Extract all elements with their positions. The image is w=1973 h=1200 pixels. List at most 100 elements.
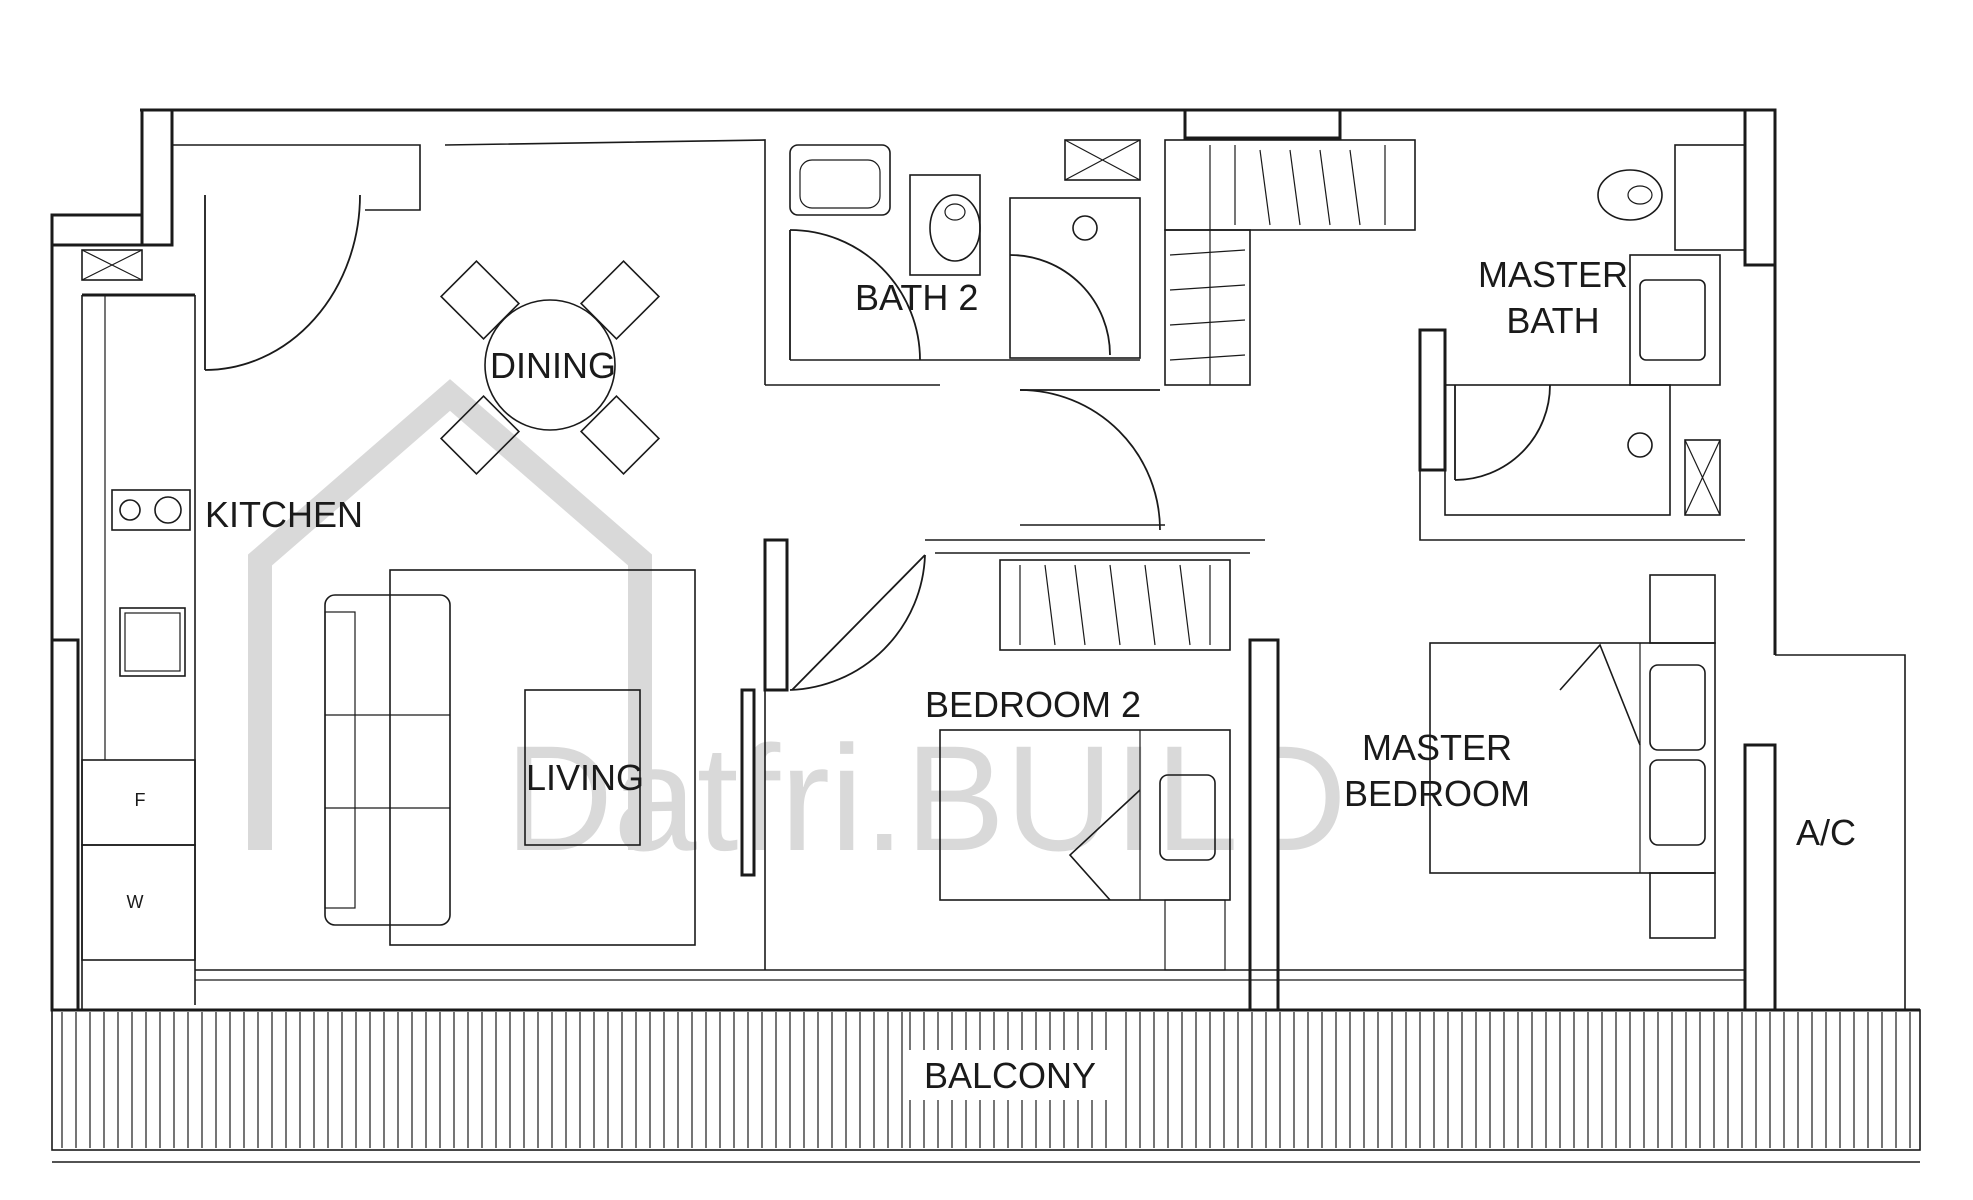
master-bath-toilet-tank [1674, 144, 1746, 251]
kitchen-sink-inner [124, 612, 181, 672]
bath2-bathtub-inner [799, 159, 881, 209]
left-column-lower [50, 638, 80, 1012]
washer-label: W [127, 892, 144, 912]
master-bedroom-label-line1: MASTER [1362, 727, 1512, 768]
master-bedroom-area [1429, 574, 1716, 939]
master-bath-vent-x2 [1684, 439, 1721, 516]
kitchen-area: F W [81, 144, 421, 1005]
bedroom2-door-jamb [763, 538, 789, 692]
sofa [324, 594, 451, 926]
ac-label: A/C [1796, 812, 1856, 853]
corner-column-vertical [140, 108, 174, 247]
balcony-label: BALCONY [924, 1055, 1096, 1096]
bath2-shower-door-swing [1009, 254, 1111, 356]
bedroom2-blanket-fold [1068, 789, 1141, 901]
living-area [324, 569, 696, 946]
bath2-area [789, 139, 1141, 361]
living-rug [389, 569, 696, 946]
master-bath-door-swing [1454, 384, 1551, 481]
exterior-walls [50, 108, 1920, 1012]
interior-walls [195, 139, 1745, 981]
watermark-house-icon [248, 379, 652, 850]
right-column-upper [1743, 108, 1777, 267]
master-bath-shower-drain [1627, 432, 1653, 458]
ac-ledge [1775, 654, 1906, 1010]
bedroom2-door-leaf [791, 554, 926, 691]
master-bath-area [1418, 144, 1746, 516]
corridor-wardrobe-box [1164, 139, 1416, 231]
bedroom2-area [789, 554, 1231, 971]
bath2-toilet [929, 194, 981, 262]
bath2-left-wall [444, 139, 766, 385]
sofa-back [324, 611, 356, 909]
master-bath-wall-lower [1444, 384, 1671, 516]
bath2-toilet-tank [909, 174, 981, 276]
corridor-door-swing [1019, 389, 1161, 531]
corridor-hangers-lower [1169, 249, 1246, 361]
watermark-text: Datfri.BUILD [505, 714, 1347, 882]
master-bath-vent [1684, 439, 1721, 516]
dining-chair-sw [439, 394, 521, 476]
coffee-table [524, 689, 641, 846]
corridor-door [1019, 389, 1161, 531]
right-column-lower [1743, 743, 1777, 1012]
kitchen-sink [119, 607, 186, 677]
kitchen-door-swing [204, 194, 361, 371]
bedroom2-pocket [740, 688, 756, 877]
bath2-shower [1009, 197, 1141, 359]
dining-chair-se [579, 394, 661, 476]
dining-chair-ne [579, 259, 661, 341]
master-bath-label-line1: MASTER [1478, 254, 1628, 295]
master-bath-door-jamb [1418, 328, 1447, 472]
bedroom2-door-swing [789, 554, 926, 691]
master-bedroom-bed [1429, 642, 1716, 874]
fridge-label: F [135, 790, 146, 810]
living-label: LIVING [526, 757, 644, 798]
master-bedroom-nightstand-top [1649, 574, 1716, 644]
kitchen-vent-x2 [81, 249, 143, 281]
master-bath-vanity [1629, 254, 1721, 386]
corridor-wardrobe-box-lower [1164, 229, 1251, 386]
bedroom2-wardrobe [999, 559, 1231, 651]
bath2-vent [1064, 139, 1141, 181]
master-bedroom-blanket-fold [1559, 643, 1641, 746]
dining-label: DINING [490, 345, 616, 386]
dining-area [439, 259, 661, 476]
bath2-bathtub [789, 144, 891, 216]
room-labels: KITCHEN DINING LIVING BATH 2 MASTER BATH… [205, 254, 1856, 1096]
mid-column [1248, 638, 1280, 1012]
bedroom2-nightstand [1164, 899, 1226, 971]
dining-table [484, 299, 616, 431]
watermark: Datfri.BUILD [248, 379, 1347, 882]
master-bedroom-nightstand-bottom [1649, 872, 1716, 939]
bedroom2-pillow [1159, 774, 1216, 861]
bath2-label: BATH 2 [855, 277, 978, 318]
cooktop [111, 489, 191, 531]
master-bath-toilet-seat [1627, 185, 1653, 205]
kitchen-vent [81, 249, 143, 281]
washer-box [81, 844, 196, 961]
dining-chair-nw [439, 259, 521, 341]
ac-ledge-outline [1775, 654, 1906, 1010]
corridor-hangers [1234, 145, 1386, 226]
bath2-door-swing [789, 229, 921, 361]
balcony-outline [51, 1009, 1921, 1151]
cooktop-burner-left [119, 499, 141, 521]
corridor-wardrobe [1164, 139, 1416, 386]
bath2-vent-x2 [1064, 139, 1141, 181]
bedroom2-bed [939, 729, 1231, 901]
master-bath-enclosure [1419, 330, 1745, 541]
bedroom2-label: BEDROOM 2 [925, 684, 1141, 725]
top-window-sill [1183, 108, 1342, 140]
balcony [51, 1009, 1921, 1163]
master-bath-toilet [1597, 169, 1663, 221]
bath2-toilet-seat [944, 203, 966, 221]
kitchen-entry-wall [172, 144, 421, 211]
master-bedroom-pillow-bottom [1649, 759, 1706, 846]
master-bedroom-pillow-top [1649, 664, 1706, 751]
bath2-shower-drain [1072, 215, 1098, 241]
kitchen-label: KITCHEN [205, 494, 363, 535]
bedroom2-hangers [1019, 564, 1211, 646]
master-bedroom-label-line2: BEDROOM [1344, 773, 1530, 814]
